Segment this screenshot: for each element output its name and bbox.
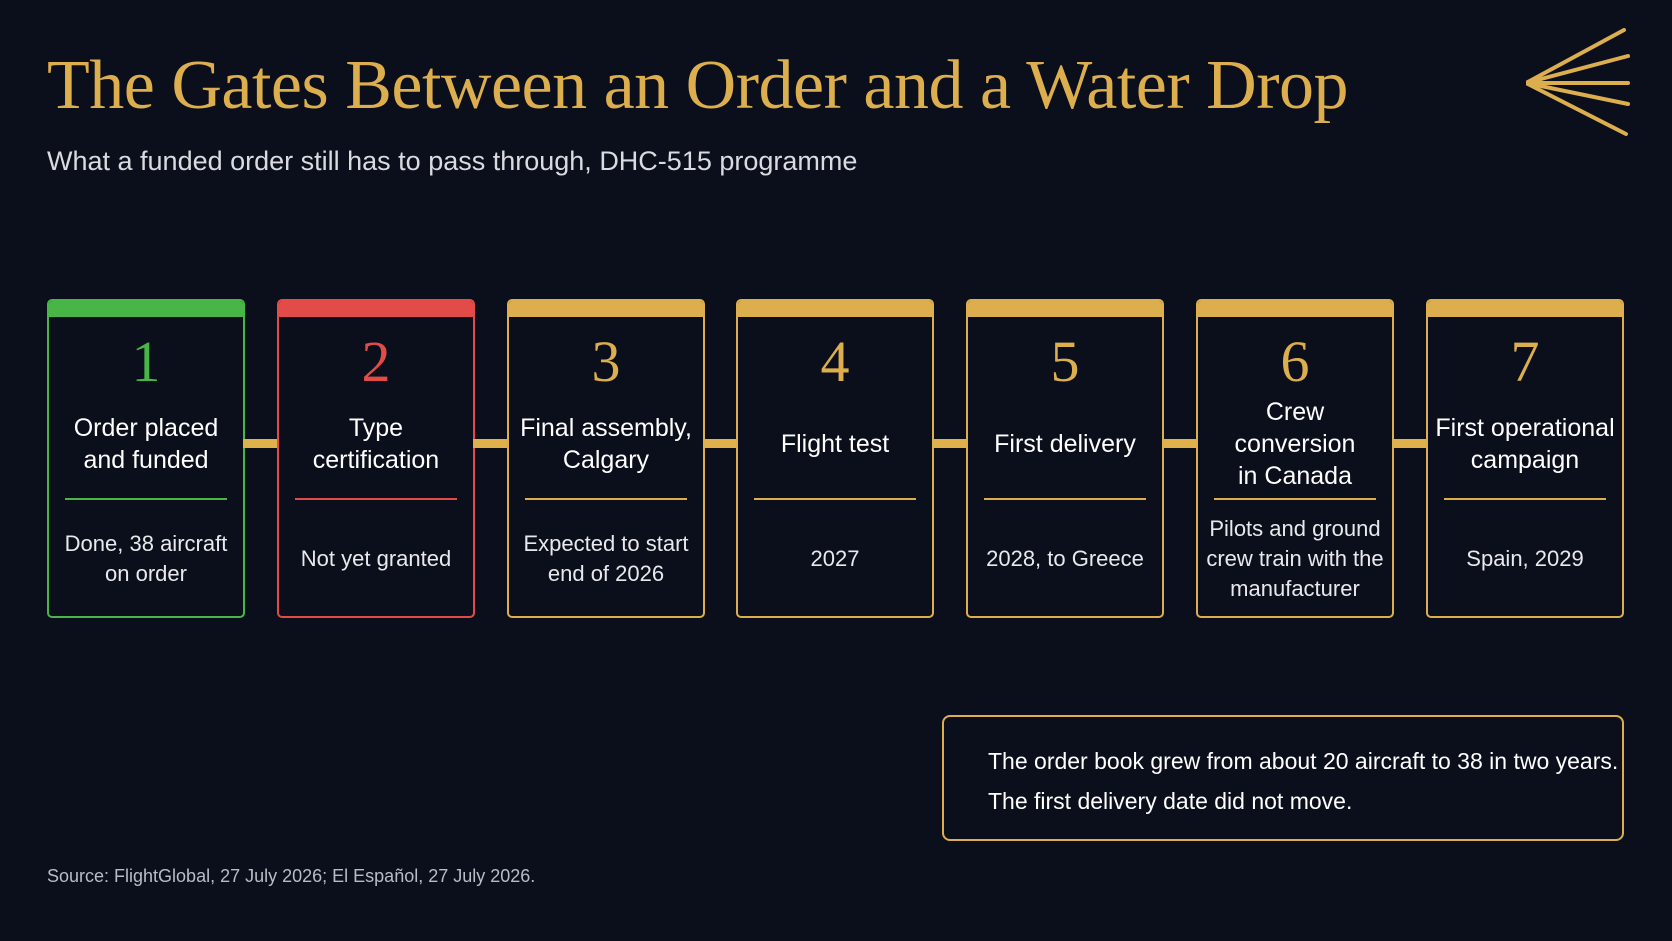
step-detail: 2028, to Greece xyxy=(976,511,1154,607)
step-heading-line: in Canada xyxy=(1238,462,1352,490)
step-heading-line: Calgary xyxy=(562,446,650,474)
step-status-bar xyxy=(738,301,932,317)
step-heading-line: campaign xyxy=(1470,446,1580,474)
step-divider xyxy=(65,498,227,500)
step-divider xyxy=(1444,498,1606,500)
step-heading: First operational campaign xyxy=(1434,401,1616,487)
step-connector xyxy=(932,439,968,448)
step-heading-line: First delivery xyxy=(994,430,1136,458)
step-detail-line: manufacturer xyxy=(1230,576,1360,601)
step-status-bar xyxy=(49,301,243,317)
step-number: 1 xyxy=(131,329,161,394)
step-heading: Type certification xyxy=(285,401,467,487)
page-title: The Gates Between an Order and a Water D… xyxy=(47,47,1349,124)
step-number: 4 xyxy=(820,329,850,394)
page-subtitle: What a funded order still has to pass th… xyxy=(47,146,858,176)
step-detail: Not yet granted xyxy=(287,511,465,607)
step-heading: Order placed and funded xyxy=(55,401,237,487)
step-detail-line: 2028, to Greece xyxy=(986,546,1144,571)
step-heading-line: Order placed xyxy=(73,414,219,442)
source-citation: Source: FlightGlobal, 27 July 2026; El E… xyxy=(47,866,536,886)
step-number: 2 xyxy=(361,329,391,394)
step-detail-line: 2027 xyxy=(810,546,860,571)
step-heading: Crew conversion in Canada xyxy=(1204,398,1386,490)
step-divider xyxy=(1214,498,1376,500)
step-number: 5 xyxy=(1050,329,1080,394)
step-connector xyxy=(1162,439,1198,448)
step-divider xyxy=(754,498,916,500)
step-status-bar xyxy=(1428,301,1622,317)
step-heading: First delivery xyxy=(974,401,1156,487)
step-detail-line: Pilots and ground xyxy=(1209,516,1381,541)
step-detail-line: Spain, 2029 xyxy=(1466,546,1584,571)
step-connector xyxy=(473,439,509,448)
step-detail-line: Done, 38 aircraft xyxy=(64,531,228,556)
step-detail-line: end of 2026 xyxy=(547,561,665,586)
step-status-bar xyxy=(509,301,703,317)
step-detail: Done, 38 aircraft on order xyxy=(57,511,235,607)
step-divider xyxy=(295,498,457,500)
step-detail: Expected to start end of 2026 xyxy=(517,511,695,607)
step-status-bar xyxy=(1198,301,1392,317)
step-detail-line: Not yet granted xyxy=(300,546,452,571)
step-heading-line: Final assembly, xyxy=(520,414,692,442)
step-status-bar xyxy=(279,301,473,317)
burst-logo-icon xyxy=(1526,28,1630,136)
note-line: The order book grew from about 20 aircra… xyxy=(988,748,1619,774)
step-heading-line: First operational xyxy=(1435,414,1615,442)
step-status-bar xyxy=(968,301,1162,317)
step-heading-line: certification xyxy=(312,446,440,474)
step-divider xyxy=(984,498,1146,500)
step-detail-line: Expected to start xyxy=(523,531,689,556)
step-detail-line: crew train with the xyxy=(1206,546,1384,571)
step-heading-line: Crew conversion xyxy=(1234,398,1356,458)
step-detail: 2027 xyxy=(746,511,924,607)
step-detail: Pilots and ground crew train with the manu… xyxy=(1206,511,1384,607)
step-heading: Flight test xyxy=(744,401,926,487)
step-heading-line: Type xyxy=(348,414,404,442)
step-number: 3 xyxy=(591,329,621,394)
step-heading-line: Flight test xyxy=(780,430,890,458)
step-detail-line: on order xyxy=(105,561,187,586)
step-number: 7 xyxy=(1510,329,1540,394)
step-connector xyxy=(243,439,279,448)
step-heading: Final assembly, Calgary xyxy=(515,401,697,487)
step-connector xyxy=(1392,439,1428,448)
step-connector xyxy=(703,439,738,448)
step-number: 6 xyxy=(1280,329,1310,394)
callout-note: The order book grew from about 20 aircra… xyxy=(942,715,1624,841)
step-heading-line: and funded xyxy=(83,446,209,474)
step-detail: Spain, 2029 xyxy=(1436,511,1614,607)
step-divider xyxy=(525,498,687,500)
note-line: The first delivery date did not move. xyxy=(988,788,1353,814)
